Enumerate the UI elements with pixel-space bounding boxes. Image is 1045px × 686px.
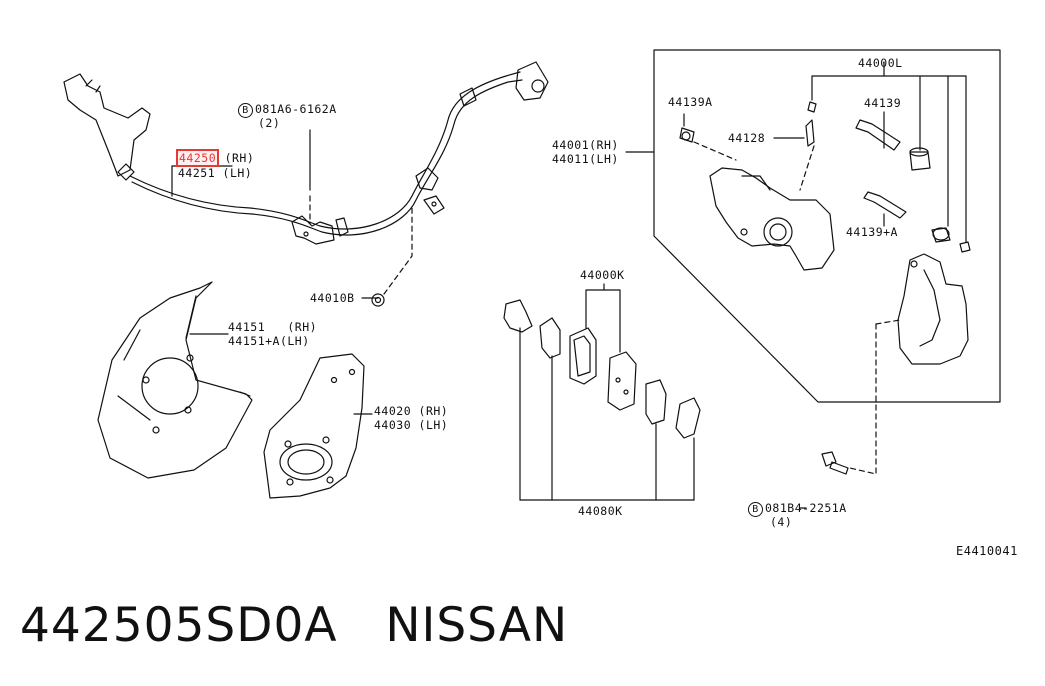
leader-lines-harness: [171, 129, 413, 299]
dust-shield-drawing: [97, 281, 253, 479]
label-44080k: 44080K: [578, 504, 623, 518]
label-44010b: 44010B: [310, 291, 355, 305]
highlighted-part-44250: 44250: [175, 149, 220, 167]
label-44250: 44250 (RH): [175, 149, 255, 167]
caliper-drawing: [709, 167, 969, 365]
label-081b4-number: 081B4-2251A: [765, 501, 847, 515]
label-44030: 44030 (LH): [374, 418, 449, 432]
label-44250-side: (RH): [224, 151, 255, 165]
label-44011: 44011(LH): [552, 152, 619, 166]
leader-lines-caliper: [683, 61, 967, 509]
diagram-code: E4410041: [956, 544, 1018, 558]
part-number: 442505SD0A: [20, 598, 338, 653]
label-081a6-number: 081A6-6162A: [255, 102, 337, 116]
label-44001: 44001(RH): [552, 138, 619, 152]
label-44151a: 44151+A(LH): [228, 334, 310, 348]
caliper-small-parts: [679, 101, 971, 475]
label-081b4-qty: (4): [770, 515, 793, 529]
label-44000l: 44000L: [858, 56, 903, 70]
pad-kit-drawing: [503, 283, 701, 501]
label-44151: 44151 (RH): [228, 320, 318, 334]
label-44139a: 44139A: [668, 95, 713, 109]
label-081a6-qty: (2): [258, 116, 281, 130]
back-plate-drawing: [263, 353, 365, 499]
part-caption: 442505SD0A NISSAN: [20, 598, 568, 653]
caption-separator: [338, 598, 386, 653]
label-44020: 44020 (RH): [374, 404, 449, 418]
bolt-symbol-icon: B: [238, 103, 253, 118]
bolt-symbol-icon: B: [748, 502, 763, 517]
nut-44010b: [371, 293, 385, 307]
sensor-harness-drawing: [63, 61, 549, 245]
label-44128: 44128: [728, 131, 766, 145]
caliper-frame: [625, 49, 1001, 403]
label-44251: 44251 (LH): [178, 166, 253, 180]
label-44139-plus-a: 44139+A: [846, 225, 898, 239]
label-44000k: 44000K: [580, 268, 625, 282]
brand-name: NISSAN: [385, 598, 569, 653]
label-44139: 44139: [864, 96, 902, 110]
